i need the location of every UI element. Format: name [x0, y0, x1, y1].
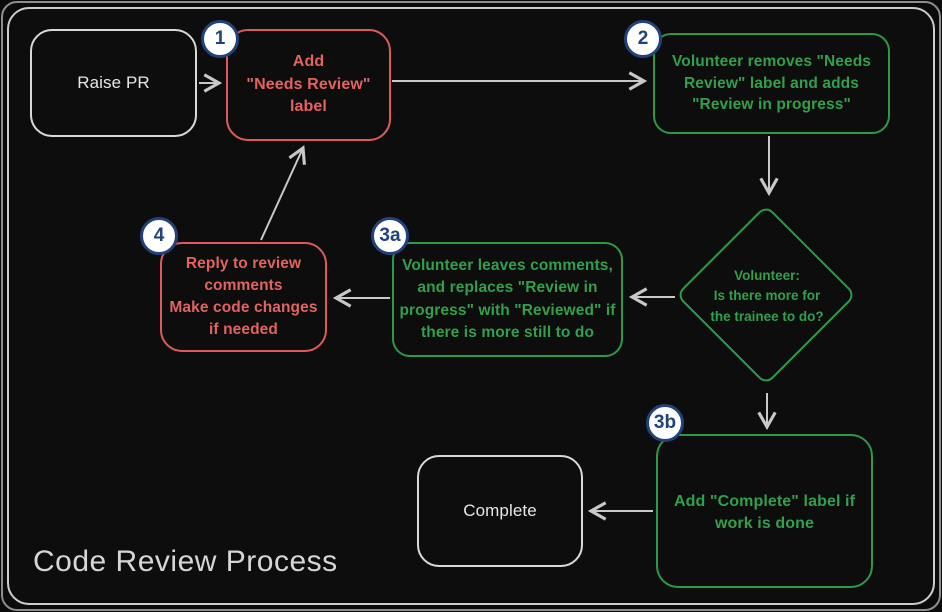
node-step3a-line: Volunteer leaves comments, [402, 256, 613, 274]
decision-diamond-label: Volunteer: Is there more for the trainee… [672, 266, 862, 327]
node-step4-line: comments [204, 277, 283, 294]
node-volunteer-removes-label: Volunteer removes "Needs Review" label a… [653, 33, 890, 134]
node-complete: Complete [417, 455, 583, 567]
step-badge-2-label: 2 [637, 28, 649, 49]
arrow-step4-to-step1 [260, 145, 306, 241]
node-reply-to-review-comments: Reply to review comments Make code chang… [160, 242, 327, 352]
node-add-complete-label: Add "Complete" label if work is done [656, 434, 873, 588]
node-step3a-line: there is more still to do [420, 323, 595, 341]
step-badge-3b: 3b [646, 404, 684, 442]
node-step3a-line: and replaces "Review in [417, 279, 598, 297]
node-step4-line: Make code changes [169, 299, 318, 316]
node-raise-pr: Raise PR [30, 29, 197, 137]
node-step2-line: Review" label and adds [684, 74, 859, 92]
decision-line: the trainee to do? [710, 308, 824, 324]
page-title: Code Review Process [33, 545, 338, 578]
decision-line: Is there more for [713, 288, 821, 304]
node-complete-label: Complete [463, 501, 537, 521]
step-badge-1-label: 1 [214, 28, 226, 49]
node-step4-line: if needed [209, 321, 278, 338]
node-volunteer-leaves-comments: Volunteer leaves comments, and replaces … [392, 242, 623, 357]
step-badge-4: 4 [140, 217, 178, 255]
step-badge-3b-label: 3b [653, 412, 677, 433]
decision-line: Volunteer: [734, 268, 800, 283]
node-step1-line: label [290, 98, 327, 116]
node-step2-line: Volunteer removes "Needs [672, 52, 871, 70]
node-step3b-line: work is done [715, 515, 814, 533]
node-step2-line: "Review in progress" [692, 96, 851, 114]
node-step4-line: Reply to review [185, 255, 302, 272]
node-step3b-line: Add "Complete" label if [673, 493, 856, 510]
node-add-needs-review-label: Add "Needs Review" label [226, 29, 391, 141]
step-badge-3a-label: 3a [379, 225, 401, 246]
step-badge-4-label: 4 [153, 225, 165, 246]
node-step1-line: Add [292, 53, 325, 71]
node-raise-pr-label: Raise PR [77, 73, 150, 93]
node-step1-line: "Needs Review" [246, 75, 371, 93]
step-badge-3a: 3a [371, 217, 409, 255]
step-badge-1: 1 [201, 20, 239, 58]
node-step3a-line: progress" with "Reviewed" if [399, 301, 616, 319]
step-badge-2: 2 [624, 20, 662, 58]
